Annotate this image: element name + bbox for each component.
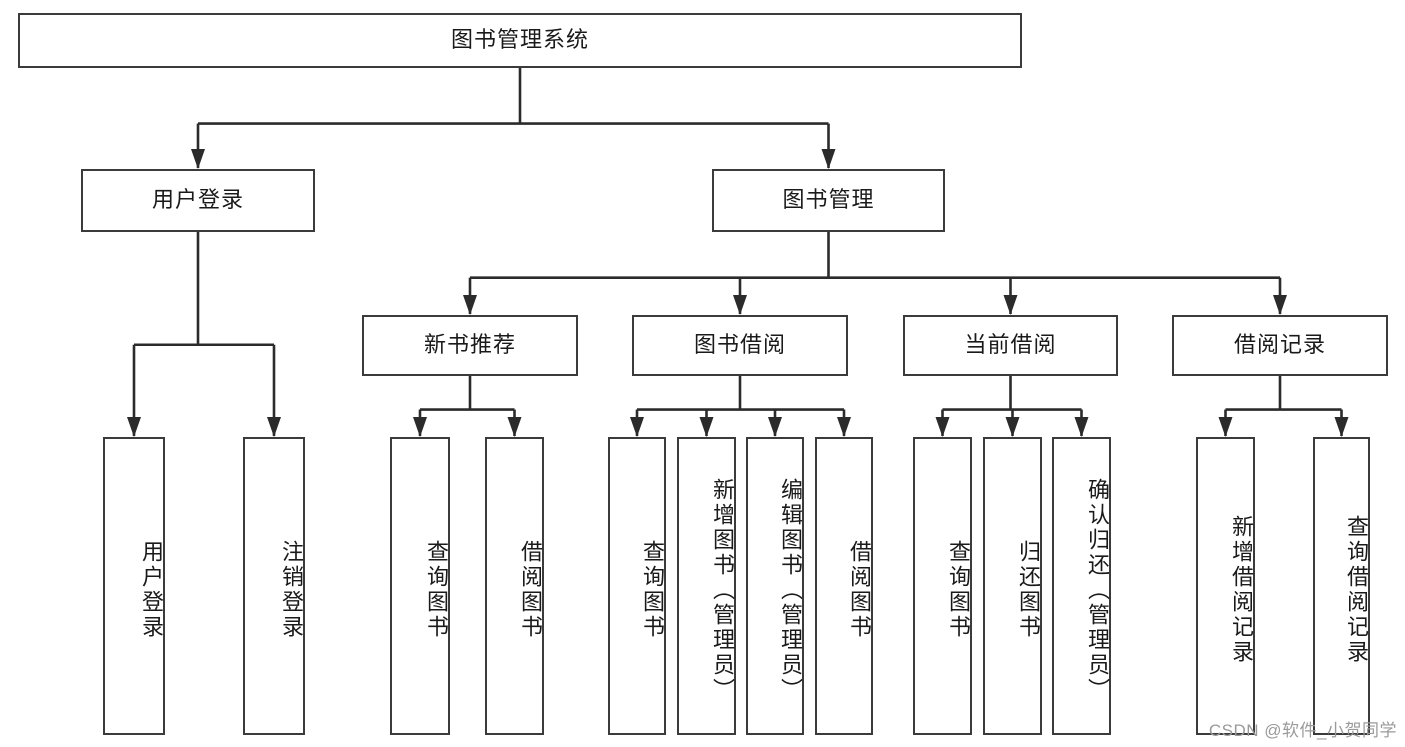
edge-arrowhead (127, 417, 141, 437)
node-user-login[interactable]: 用户登录 (81, 169, 315, 232)
node-current-borrow[interactable]: 当前借阅 (903, 315, 1118, 376)
node-label: 图书管理系统 (450, 27, 589, 53)
edge-arrowhead (191, 149, 205, 169)
node-leaf-edit-book-admin[interactable]: 编辑图书（管理员） (746, 437, 804, 735)
node-label: 注销登录 (279, 540, 304, 640)
node-root[interactable]: 图书管理系统 (18, 13, 1022, 68)
node-leaf-query-book-recommend[interactable]: 查询图书 (390, 437, 450, 735)
node-label: 编辑图书（管理员） (778, 477, 803, 703)
edge-arrowhead (1218, 417, 1233, 437)
node-label: 新增借阅记录 (1229, 515, 1254, 665)
node-label: 借阅记录 (1233, 332, 1326, 358)
node-new-book-recommend[interactable]: 新书推荐 (362, 315, 578, 376)
edge-arrowhead (837, 417, 851, 437)
node-label: 图书管理 (782, 187, 875, 213)
node-leaf-add-borrow-record[interactable]: 新增借阅记录 (1196, 437, 1255, 735)
edge-arrowhead (821, 149, 836, 169)
node-leaf-query-book-current[interactable]: 查询图书 (913, 437, 972, 735)
node-label: 用户登录 (139, 540, 164, 640)
node-book-borrow[interactable]: 图书借阅 (632, 315, 848, 376)
edge-arrowhead (733, 295, 747, 315)
edge-arrowhead (768, 417, 782, 437)
node-leaf-query-borrow-record[interactable]: 查询借阅记录 (1313, 437, 1370, 735)
edge-arrowhead (630, 417, 644, 437)
edge-arrowhead (1074, 417, 1089, 437)
node-label: 归还图书 (1016, 540, 1041, 640)
node-leaf-add-book-admin[interactable]: 新增图书（管理员） (677, 437, 736, 735)
node-leaf-borrow-book-recommend[interactable]: 借阅图书 (485, 437, 544, 735)
node-label: 借阅图书 (518, 540, 543, 640)
edge-arrowhead (507, 417, 522, 437)
node-label: 用户登录 (151, 187, 244, 213)
node-label: 新书推荐 (423, 332, 516, 358)
node-label: 查询图书 (946, 540, 971, 640)
edge-arrowhead (1334, 417, 1349, 437)
node-label: 新增图书（管理员） (710, 477, 735, 703)
edge-arrowhead (413, 417, 427, 437)
node-leaf-query-book-borrow[interactable]: 查询图书 (608, 437, 666, 735)
node-leaf-user-login[interactable]: 用户登录 (103, 437, 165, 735)
node-label: 查询图书 (640, 540, 665, 640)
node-label: 确认归还（管理员） (1085, 477, 1110, 703)
node-leaf-confirm-return-admin[interactable]: 确认归还（管理员） (1052, 437, 1111, 735)
edge-arrowhead (463, 295, 477, 315)
edge-arrowhead (699, 417, 714, 437)
node-leaf-return-book[interactable]: 归还图书 (983, 437, 1042, 735)
node-label: 当前借阅 (964, 332, 1057, 358)
node-leaf-logout[interactable]: 注销登录 (243, 437, 305, 735)
node-label: 查询借阅记录 (1344, 515, 1369, 665)
node-borrow-record[interactable]: 借阅记录 (1172, 315, 1388, 376)
edge-arrowhead (1273, 295, 1287, 315)
edge-arrowhead (267, 417, 281, 437)
edge-arrowhead (935, 417, 950, 437)
node-leaf-borrow-book[interactable]: 借阅图书 (815, 437, 873, 735)
node-book-manage[interactable]: 图书管理 (712, 169, 945, 232)
node-label: 借阅图书 (847, 540, 872, 640)
node-label: 图书借阅 (693, 332, 786, 358)
edge-arrowhead (1003, 295, 1018, 315)
node-label: 查询图书 (424, 540, 449, 640)
edge-arrowhead (1005, 417, 1020, 437)
watermark: CSDN @软件_小贺同学 (1208, 721, 1397, 740)
